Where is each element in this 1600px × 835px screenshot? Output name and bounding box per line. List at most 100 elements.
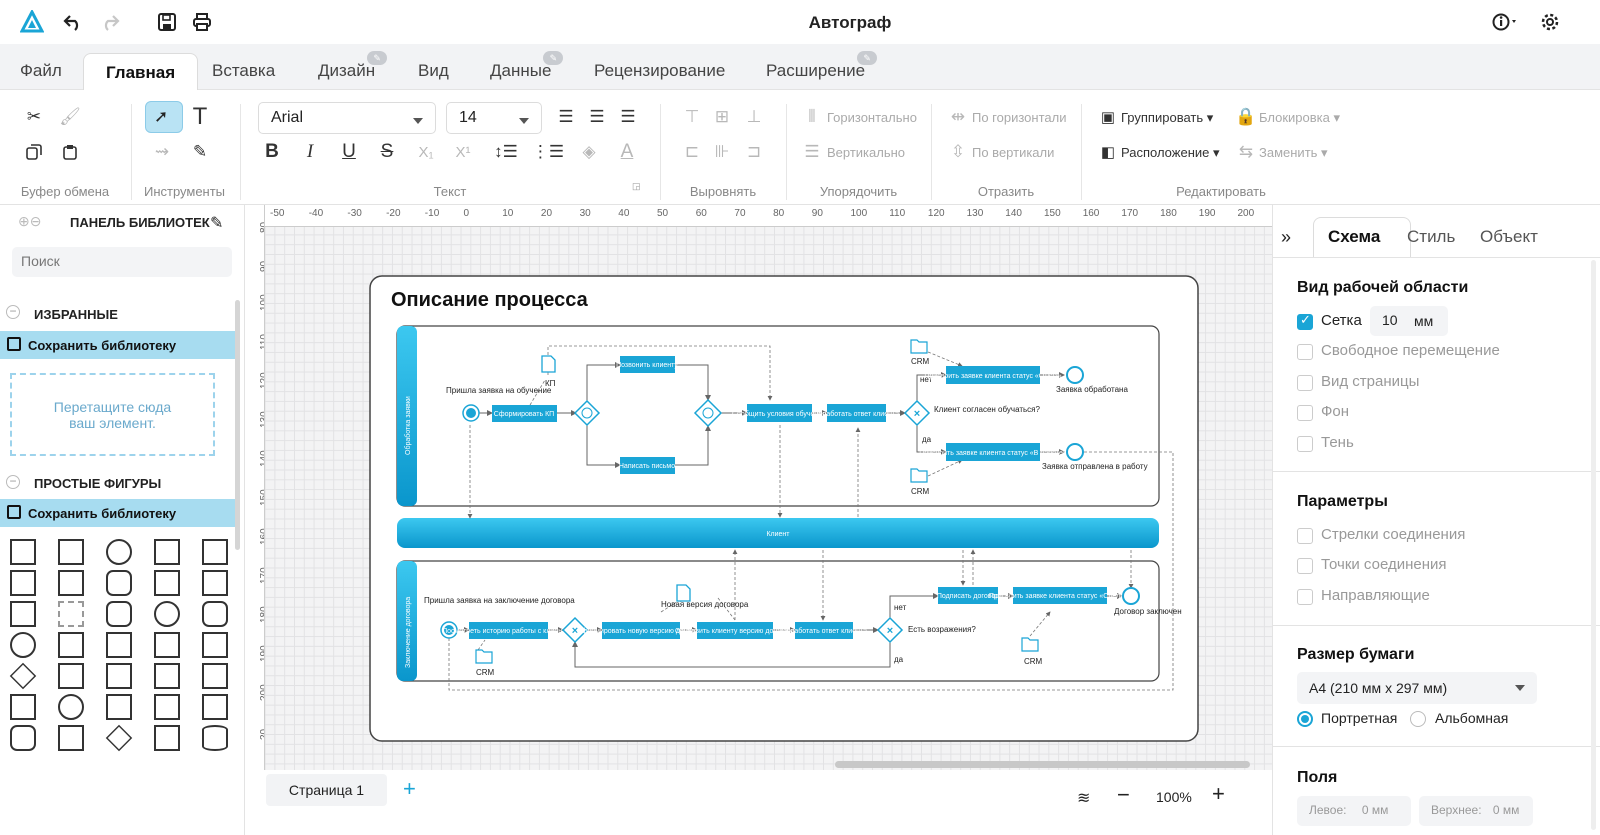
drawing-canvas[interactable]: Описание процесса Обработка заявки Клиен… [245, 205, 1272, 770]
redo-icon[interactable] [98, 10, 122, 34]
shape-side-bar-icon[interactable] [154, 539, 180, 565]
connector-tool-icon[interactable]: ⇝ [154, 142, 170, 161]
italic-icon[interactable]: I [306, 141, 314, 162]
shape-triangle-icon[interactable] [106, 632, 132, 658]
panel-scrollbar[interactable] [1591, 260, 1596, 830]
shape-double-rect-icon[interactable] [10, 601, 36, 627]
shape-cross-circle-icon[interactable] [10, 632, 36, 658]
copy-icon[interactable] [22, 140, 46, 164]
align-left-edge-icon[interactable]: ⊏ [684, 142, 700, 161]
select-tool-button[interactable]: ➚ [145, 101, 183, 133]
tab-review[interactable]: Рецензирование [594, 61, 726, 80]
align-center-v-icon[interactable]: ⊪ [714, 142, 730, 161]
favorites-header[interactable]: ИЗБРАННЫЕ [34, 307, 118, 322]
shape-hourglass-icon[interactable] [58, 632, 84, 658]
shape-delay-icon[interactable] [106, 601, 132, 627]
format-painter-icon[interactable]: 🖌 [59, 107, 81, 126]
shape-inverted-triangle-2-icon[interactable] [202, 632, 228, 658]
tab-style[interactable]: Стиль [1407, 227, 1456, 246]
align-bottom-icon[interactable]: ⊥ [746, 107, 762, 126]
save-icon[interactable] [155, 10, 179, 34]
shape-corner-icon[interactable] [154, 725, 180, 751]
bold-icon[interactable]: B [265, 141, 279, 162]
save-library-button[interactable]: Сохранить библиотеку [0, 331, 240, 359]
shape-inverted-triangle-icon[interactable] [154, 632, 180, 658]
shape-rounded-rect-2-icon[interactable] [10, 725, 36, 751]
shape-rectangle-icon[interactable] [10, 539, 36, 565]
tab-file[interactable]: Файл [20, 61, 62, 80]
list-icon[interactable]: ⋮☰ [531, 142, 565, 161]
align-right-icon[interactable]: ☰ [620, 107, 636, 126]
font-family-select[interactable]: Arial [258, 102, 436, 134]
add-page-icon[interactable]: + [403, 776, 416, 801]
position-button[interactable]: Расположение ▾ [1121, 145, 1220, 160]
tab-data[interactable]: Данные✎ [490, 51, 564, 81]
landscape-radio[interactable] [1410, 711, 1426, 727]
top-margin-input[interactable]: Верхнее: 0 мм [1419, 796, 1533, 826]
align-middle-icon[interactable]: ⊞ [714, 107, 730, 126]
shape-blob-icon[interactable] [58, 694, 84, 720]
drop-zone[interactable]: Перетащите сюда ваш элемент. [10, 373, 215, 456]
grid-checkbox[interactable]: ✓ [1297, 312, 1313, 330]
pencil-icon[interactable]: ✎ [192, 142, 208, 161]
collapse-icon[interactable]: − [6, 305, 20, 319]
distribute-vertical-button[interactable]: Вертикально [827, 145, 906, 160]
page-tab[interactable]: Страница 1 [266, 774, 387, 806]
page-view-checkbox[interactable] [1297, 375, 1313, 391]
tab-design[interactable]: Дизайн✎ [318, 51, 388, 81]
shadow-checkbox[interactable] [1297, 436, 1313, 452]
tab-insert[interactable]: Вставка [212, 61, 276, 80]
tab-schema[interactable]: Схема [1328, 227, 1381, 246]
align-center-icon[interactable]: ☰ [589, 107, 605, 126]
left-margin-input[interactable]: Левое: 0 мм [1297, 796, 1411, 826]
shape-rectangle-2-icon[interactable] [202, 539, 228, 565]
library-search-input[interactable]: Поиск [12, 247, 232, 277]
shape-or-circle-icon[interactable] [154, 601, 180, 627]
tab-home[interactable]: Главная [83, 53, 199, 93]
zoom-level[interactable]: 100% [1156, 789, 1192, 805]
shape-document-icon[interactable] [58, 570, 84, 596]
canvas-h-scrollbar[interactable] [835, 761, 1250, 768]
align-right-edge-icon[interactable]: ⊐ [746, 142, 762, 161]
shape-cube-icon[interactable] [58, 663, 84, 689]
conn-points-checkbox[interactable] [1297, 558, 1313, 574]
flip-horizontal-button[interactable]: По горизонтали [972, 110, 1067, 125]
simple-shapes-header[interactable]: ПРОСТЫЕ ФИГУРЫ [34, 476, 162, 491]
font-color-icon[interactable]: A [620, 141, 634, 162]
distribute-horizontal-button[interactable]: Горизонтально [827, 110, 917, 125]
shape-diamond-2-icon[interactable] [105, 724, 133, 752]
shape-diamond-icon[interactable] [9, 662, 37, 690]
text-settings-expand-icon[interactable]: ◲ [632, 181, 641, 191]
strikethrough-icon[interactable]: S [380, 141, 394, 162]
shape-square-icon[interactable] [10, 570, 36, 596]
paste-icon[interactable] [58, 140, 82, 164]
subscript-icon[interactable]: X₁ [418, 143, 434, 161]
background-checkbox[interactable] [1297, 405, 1313, 421]
shape-rounded-rect-icon[interactable] [202, 601, 228, 627]
free-move-checkbox[interactable] [1297, 344, 1313, 360]
shape-step-icon[interactable] [106, 663, 132, 689]
layers-icon[interactable]: ≋ [1077, 790, 1091, 807]
shape-circle-icon[interactable] [106, 539, 132, 565]
text-tool-icon[interactable]: T [193, 104, 207, 130]
shape-rect-3-icon[interactable] [202, 694, 228, 720]
shape-bar-icon[interactable] [106, 694, 132, 720]
print-icon[interactable] [190, 10, 214, 34]
shape-tape-icon[interactable] [154, 663, 180, 689]
library-scrollbar[interactable] [235, 300, 240, 550]
superscript-icon[interactable]: X¹ [455, 143, 471, 161]
fill-color-icon[interactable]: ◈ [582, 142, 596, 161]
shape-bow-icon[interactable] [202, 663, 228, 689]
expand-collapse-icons[interactable]: ⊕⊖ [18, 213, 42, 229]
shape-table-2-icon[interactable] [202, 570, 228, 596]
underline-icon[interactable]: U [342, 141, 356, 162]
tab-extension[interactable]: Расширение✎ [766, 51, 878, 81]
shape-table-icon[interactable] [154, 570, 180, 596]
flip-vertical-button[interactable]: По вертикали [972, 145, 1055, 160]
undo-icon[interactable] [61, 10, 85, 34]
shape-rounded-square-icon[interactable] [106, 570, 132, 596]
paper-size-select[interactable]: А4 (210 мм x 297 мм) [1297, 672, 1537, 704]
shape-note-icon[interactable] [154, 694, 180, 720]
replace-button[interactable]: Заменить ▾ [1259, 145, 1328, 160]
